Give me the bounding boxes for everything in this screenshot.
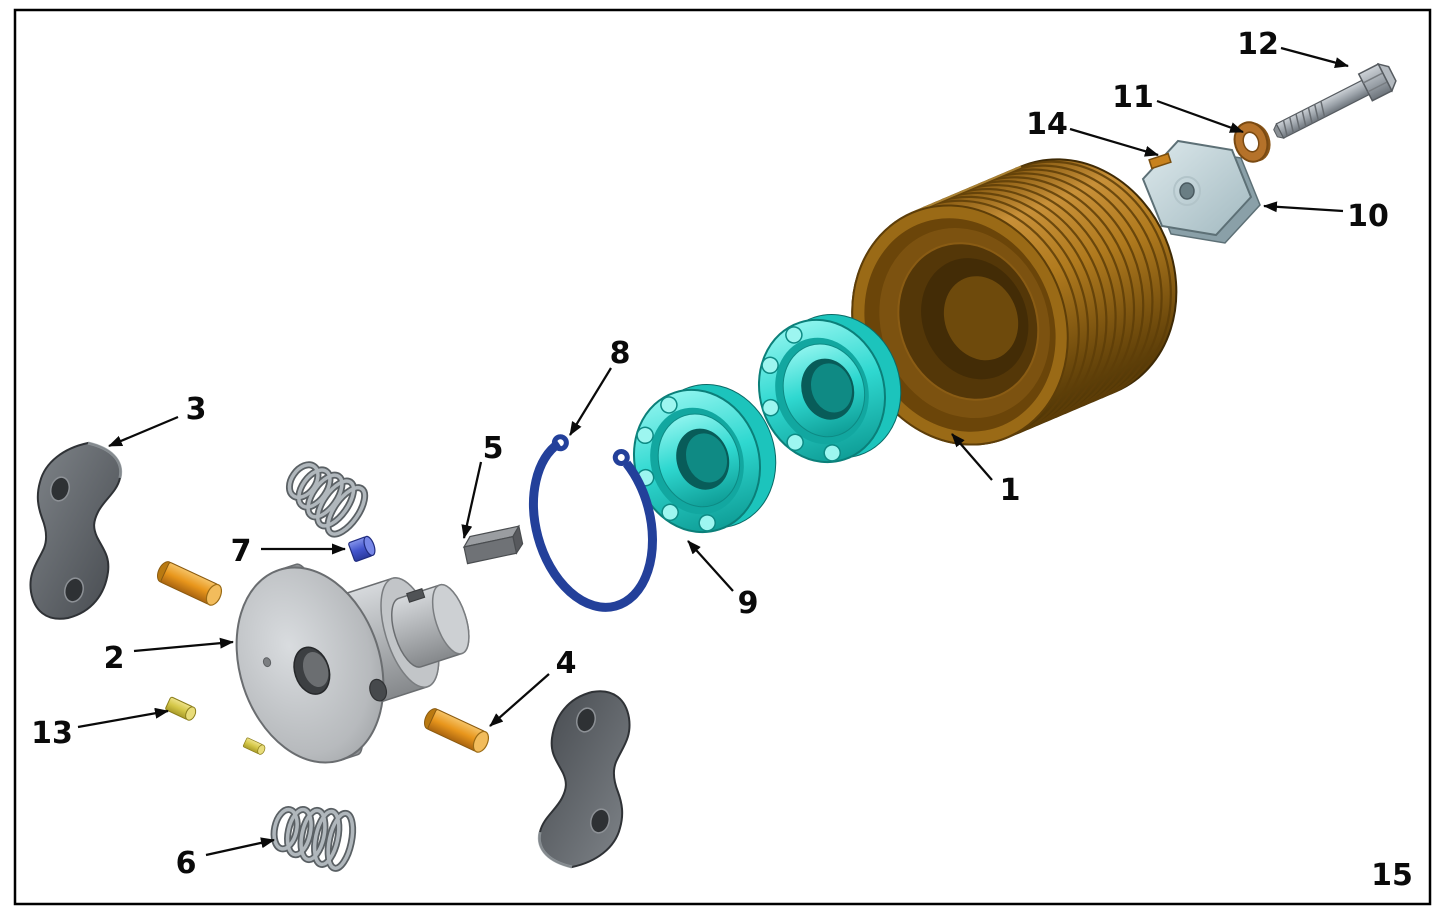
callout-1: 1 — [951, 433, 1021, 508]
callout-13: 13 — [31, 707, 169, 751]
callout-3: 3 — [108, 392, 207, 448]
callout-label-8: 8 — [610, 336, 631, 371]
callout-label-2: 2 — [104, 641, 125, 676]
callout-label-10: 10 — [1347, 199, 1389, 234]
snap-ring — [529, 432, 657, 612]
leader-line-8 — [569, 367, 612, 436]
callout-label-12: 12 — [1237, 27, 1279, 62]
leader-line-6 — [205, 837, 275, 857]
callout-9: 9 — [687, 540, 759, 621]
callout-6: 6 — [176, 837, 275, 881]
leader-line-12 — [1280, 46, 1349, 68]
callout-4: 4 — [489, 646, 577, 727]
cap-key — [1148, 152, 1172, 170]
hub — [235, 563, 470, 764]
callout-label-7: 7 — [231, 534, 252, 569]
spring-top — [285, 461, 369, 538]
leader-line-4 — [489, 673, 550, 727]
clutch-drum — [851, 158, 1178, 446]
leader-line-10 — [1263, 201, 1344, 213]
leader-line-11 — [1156, 99, 1244, 134]
page-number: 15 — [1371, 858, 1413, 893]
bolt — [1273, 62, 1397, 139]
end-cap — [1141, 139, 1261, 244]
leader-line-13 — [77, 707, 169, 729]
callout-14: 14 — [1026, 107, 1159, 157]
key-block — [462, 524, 524, 565]
callout-label-3: 3 — [186, 392, 207, 427]
leader-line-2 — [133, 637, 234, 653]
washer — [1233, 121, 1271, 163]
leader-line-9 — [687, 540, 734, 592]
leader-line-1 — [951, 433, 993, 481]
callout-2: 2 — [104, 637, 234, 676]
callout-label-4: 4 — [556, 646, 577, 681]
spring-bottom — [270, 805, 357, 872]
leader-line-5 — [461, 461, 483, 539]
callout-10: 10 — [1263, 199, 1389, 234]
callout-7: 7 — [231, 534, 346, 569]
callout-label-1: 1 — [1000, 473, 1021, 508]
callout-label-5: 5 — [483, 431, 504, 466]
callout-label-6: 6 — [176, 846, 197, 881]
callout-12: 12 — [1237, 27, 1349, 68]
leader-line-14 — [1069, 127, 1159, 157]
bushing-blue — [348, 535, 376, 562]
callout-label-9: 9 — [738, 586, 759, 621]
callout-label-14: 14 — [1026, 107, 1068, 142]
callout-label-11: 11 — [1112, 80, 1154, 115]
callout-8: 8 — [569, 336, 631, 436]
callout-11: 11 — [1112, 80, 1244, 134]
leader-line-3 — [108, 415, 179, 448]
callout-5: 5 — [461, 431, 504, 539]
callout-label-13: 13 — [31, 716, 73, 751]
